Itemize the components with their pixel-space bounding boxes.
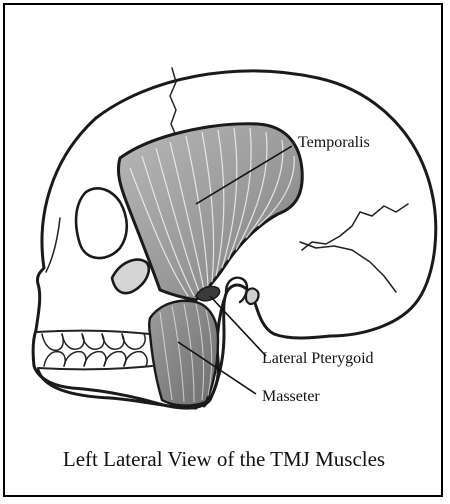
external-auditory-meatus bbox=[246, 289, 259, 304]
zygomatic-bone bbox=[112, 260, 149, 293]
nasal-edge bbox=[46, 218, 60, 272]
masseter-muscle bbox=[149, 301, 218, 406]
lower-teeth bbox=[38, 352, 152, 370]
orbit bbox=[76, 188, 127, 258]
squamosal-suture bbox=[300, 242, 396, 292]
label-lateral-pterygoid: Lateral Pterygoid bbox=[262, 350, 374, 367]
label-temporalis: Temporalis bbox=[298, 134, 370, 151]
label-masseter: Masseter bbox=[262, 388, 320, 405]
figure-caption: Left Lateral View of the TMJ Muscles bbox=[63, 447, 385, 471]
upper-teeth bbox=[36, 331, 150, 351]
lambdoid-suture bbox=[302, 204, 408, 250]
